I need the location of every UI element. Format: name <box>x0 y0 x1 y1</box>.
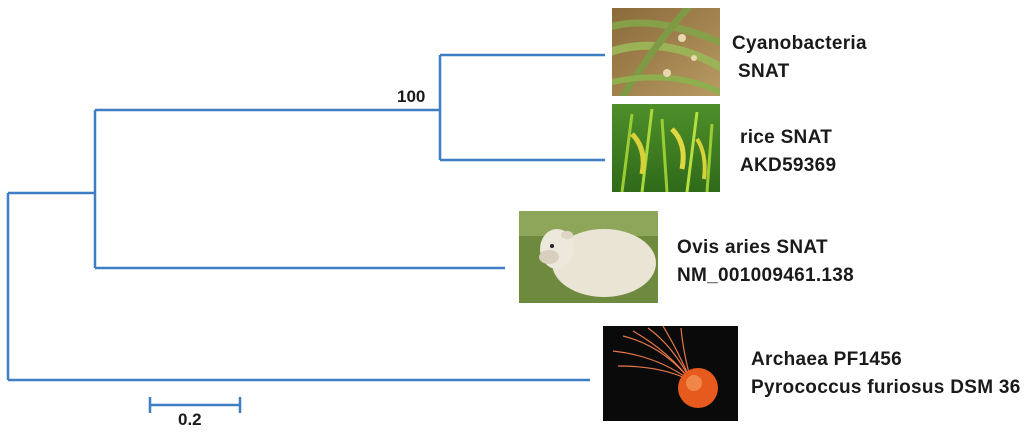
archaea-cell-image <box>603 326 738 421</box>
rice-plants-image <box>612 104 720 192</box>
taxon-label-archaea: Archaea PF1456 Pyrococcus furiosus DSM 3… <box>751 346 1021 402</box>
taxon-label-rice: rice SNAT AKD59369 <box>740 124 836 180</box>
taxon-label-line2: SNAT <box>732 58 867 86</box>
sheep-image <box>519 211 658 303</box>
taxon-label-ovis-aries: Ovis aries SNAT NM_001009461.138 <box>677 234 854 290</box>
taxon-label-line1: Cyanobacteria <box>732 30 867 58</box>
taxon-label-line1: rice SNAT <box>740 124 836 152</box>
taxon-label-line1: Ovis aries SNAT <box>677 234 854 262</box>
taxon-label-cyanobacteria: Cyanobacteria SNAT <box>732 30 867 86</box>
cyanobacteria-filaments-image <box>612 8 720 96</box>
taxon-label-line2: NM_001009461.138 <box>677 262 854 290</box>
scale-bar-label: 0.2 <box>178 410 202 430</box>
taxon-label-line2: AKD59369 <box>740 152 836 180</box>
taxon-label-line1: Archaea PF1456 <box>751 346 1021 374</box>
taxon-label-line2: Pyrococcus furiosus DSM 36 <box>751 374 1021 402</box>
bootstrap-value: 100 <box>397 87 425 107</box>
